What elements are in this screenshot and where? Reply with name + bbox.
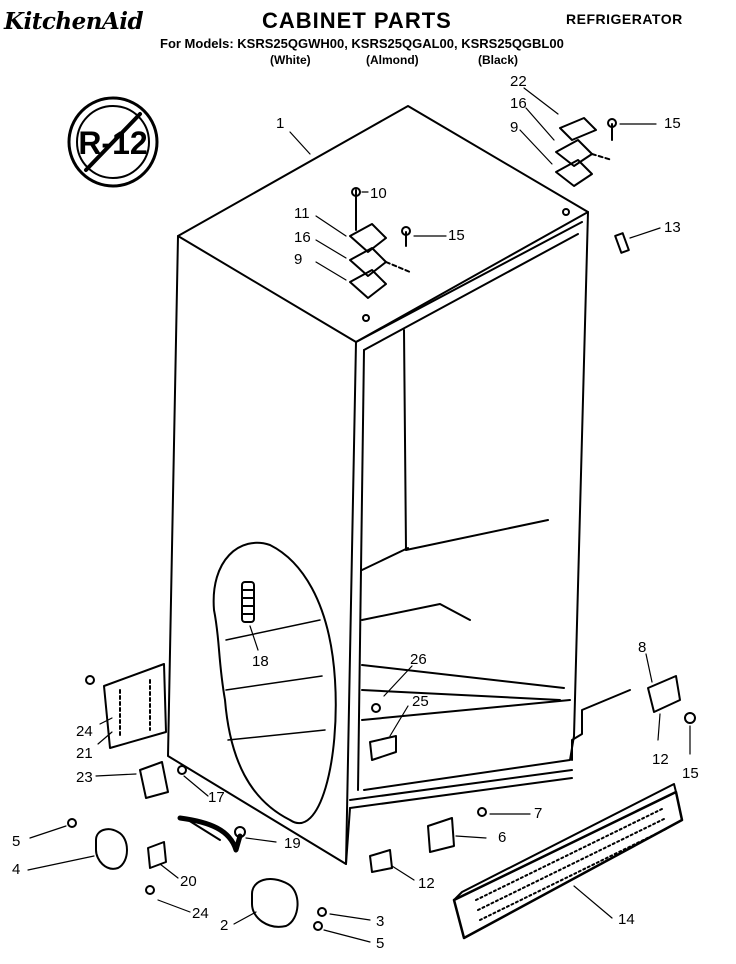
callout-13: 13 — [664, 219, 681, 236]
cabinet-body — [167, 105, 631, 865]
callout-21: 21 — [76, 745, 93, 762]
callout-6: 6 — [498, 829, 506, 846]
callout-9: 9 — [510, 119, 518, 136]
color-white: (White) — [270, 53, 311, 67]
side-bracket — [85, 663, 167, 749]
top-hinge-right — [555, 117, 617, 216]
callout-2: 2 — [220, 917, 228, 934]
callout-7: 7 — [534, 805, 542, 822]
callout-8: 8 — [638, 639, 646, 656]
right-clip — [614, 232, 630, 254]
callout-16: 16 — [510, 95, 527, 112]
leveling-bracket-6 — [369, 807, 487, 873]
callout-22: 22 — [510, 73, 527, 90]
spring-part — [241, 581, 255, 623]
callout-3: 3 — [376, 913, 384, 930]
top-hinge-center — [349, 187, 411, 322]
callout-5b: 5 — [376, 935, 384, 952]
page-title: CABINET PARTS — [262, 8, 452, 33]
callout-18: 18 — [252, 653, 269, 670]
callout-9b: 9 — [294, 251, 302, 268]
callout-24b: 24 — [192, 905, 209, 922]
right-hinge-8 — [647, 675, 696, 724]
bracket-20 — [145, 841, 167, 895]
callout-17: 17 — [208, 789, 225, 806]
callout-19: 19 — [284, 835, 301, 852]
callout-1: 1 — [276, 115, 284, 132]
color-almond: (Almond) — [366, 53, 419, 67]
brand-logo: KitchenAid — [4, 8, 144, 35]
water-tube-19 — [177, 815, 246, 853]
category-label: REFRIGERATOR — [566, 11, 683, 27]
callout-12: 12 — [652, 751, 669, 768]
callout-11: 11 — [294, 205, 310, 222]
roller-assembly-2 — [251, 878, 327, 931]
callout-numbers: 1 22 16 9 15 10 11 15 16 9 13 18 8 26 25… — [12, 73, 699, 952]
roller-assembly-4 — [67, 818, 128, 870]
callout-23: 23 — [76, 769, 93, 786]
callout-4: 4 — [12, 861, 20, 878]
callout-14: 14 — [618, 911, 635, 928]
callout-20: 20 — [180, 873, 197, 890]
callout-10: 10 — [370, 185, 387, 202]
callout-15c: 15 — [682, 765, 699, 782]
callout-16b: 16 — [294, 229, 311, 246]
hinge-bracket-23 — [139, 761, 187, 799]
r12-badge: R-12 — [67, 96, 159, 188]
callout-15b: 15 — [448, 227, 465, 244]
callout-25: 25 — [412, 693, 429, 710]
callout-26: 26 — [410, 651, 427, 668]
center-bracket-25 — [369, 703, 397, 761]
callout-15: 15 — [664, 115, 681, 132]
callout-5: 5 — [12, 833, 20, 850]
models-line: For Models: KSRS25QGWH00, KSRS25QGAL00, … — [160, 36, 564, 51]
leader-lines — [27, 87, 691, 943]
callout-24: 24 — [76, 723, 93, 740]
color-black: (Black) — [478, 53, 519, 67]
toe-grille-14 — [452, 783, 684, 940]
callout-12b: 12 — [418, 875, 435, 892]
